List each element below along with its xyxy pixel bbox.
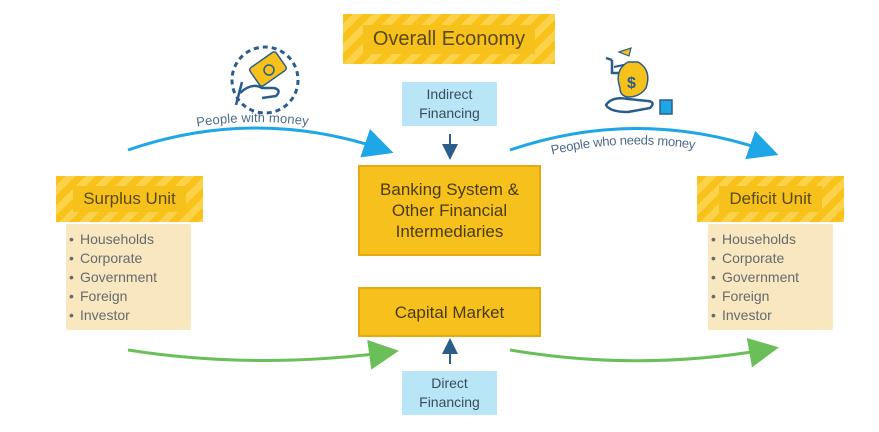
indirect-financing-label: Indirect Financing	[419, 86, 480, 121]
capital-market-label: Capital Market	[394, 302, 505, 322]
banking-system-label: Banking System & Other Financial Interme…	[380, 180, 519, 241]
people-with-money-label: People with money	[195, 110, 310, 130]
people-who-need-money-label: People who needs money	[549, 132, 697, 157]
banking-to-deficit-arrow	[509, 127, 779, 160]
indirect-financing-box: Indirect Financing	[402, 82, 497, 126]
list-item: Investor	[708, 306, 833, 325]
deficit-unit-banner: Deficit Unit	[697, 176, 844, 222]
surplus-to-capital-arrow	[127, 339, 399, 370]
surplus-unit-banner: Surplus Unit	[56, 176, 203, 222]
list-item: Corporate	[66, 249, 191, 268]
direct-financing-box: Direct Financing	[402, 371, 497, 415]
surplus-unit-list: Households Corporate Government Foreign …	[66, 224, 191, 330]
deficit-unit-list: Households Corporate Government Foreign …	[708, 224, 833, 330]
deficit-unit-title: Deficit Unit	[719, 186, 822, 212]
list-item: Households	[66, 230, 191, 249]
hand-receiving-money-bag-icon: $	[604, 47, 673, 115]
list-item: Government	[708, 268, 833, 287]
list-item: Foreign	[708, 287, 833, 306]
svg-text:$: $	[627, 75, 636, 92]
list-item: Foreign	[66, 287, 191, 306]
list-item: Corporate	[708, 249, 833, 268]
capital-to-deficit-arrow	[509, 337, 779, 368]
list-item: Investor	[66, 306, 191, 325]
hand-holding-money-icon	[230, 45, 300, 115]
direct-financing-label: Direct Financing	[419, 375, 480, 410]
overall-economy-title: Overall Economy	[362, 24, 536, 54]
banking-system-box: Banking System & Other Financial Interme…	[358, 165, 541, 256]
list-item: Households	[708, 230, 833, 249]
surplus-to-banking-arrow	[127, 126, 394, 158]
overall-economy-banner: Overall Economy	[343, 14, 555, 64]
surplus-unit-title: Surplus Unit	[73, 186, 186, 212]
capital-market-box: Capital Market	[358, 287, 541, 337]
list-item: Government	[66, 268, 191, 287]
